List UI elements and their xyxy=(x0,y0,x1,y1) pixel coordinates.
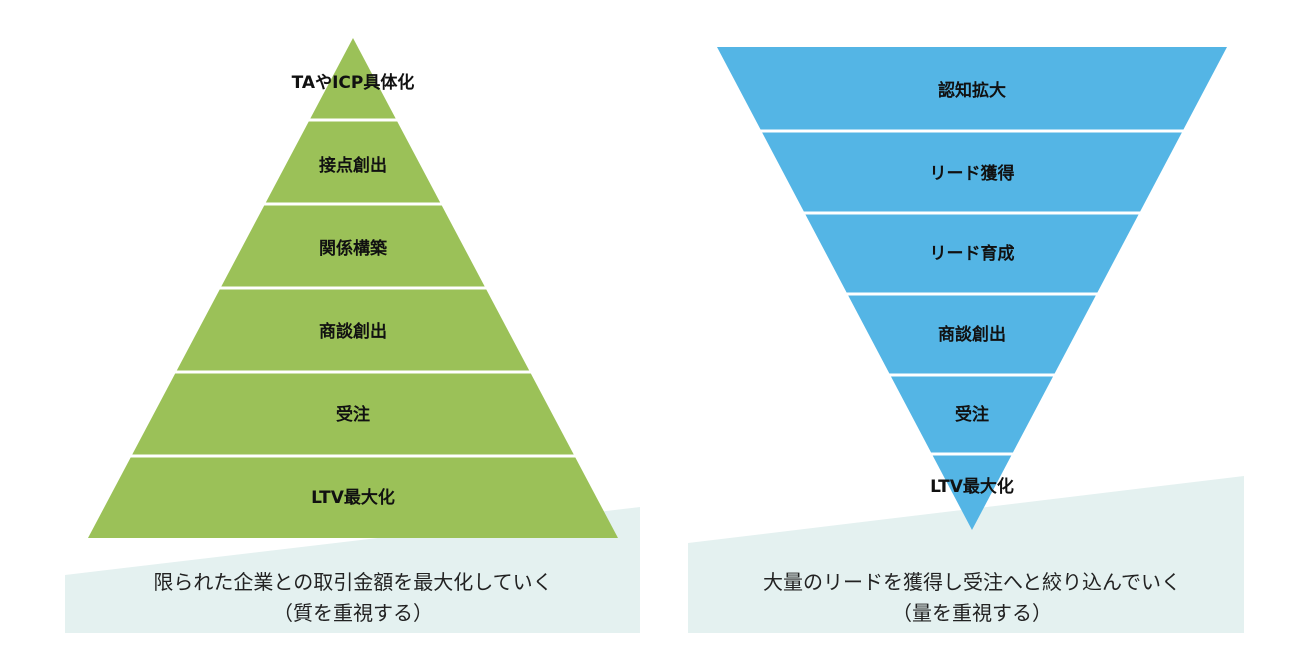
funnel-layer-label: 受注 xyxy=(955,404,989,425)
funnel-layer xyxy=(762,132,1182,212)
pyramid-layer xyxy=(132,373,574,455)
funnel-layer xyxy=(890,376,1054,453)
pyramid-layer-label: 受注 xyxy=(336,404,370,425)
funnel-caption-line1: 大量のリードを獲得し受注へと絞り込んでいく xyxy=(763,570,1181,594)
funnel-layer xyxy=(805,214,1139,293)
pyramid xyxy=(88,38,618,538)
pyramid-layer xyxy=(221,205,485,287)
funnel-layer-label: LTV最大化 xyxy=(930,476,1014,497)
funnel-layer-label: リード育成 xyxy=(930,243,1015,264)
pyramid-backdrop xyxy=(65,507,640,633)
pyramid-layer xyxy=(176,289,530,371)
pyramid-layer xyxy=(265,121,441,203)
funnel-layer xyxy=(717,47,1227,130)
funnel-caption-line2: （量を重視する） xyxy=(892,601,1052,625)
pyramid-layer-label: 関係構築 xyxy=(319,238,388,259)
funnel-backdrop xyxy=(688,476,1244,633)
pyramid-caption-line1: 限られた企業との取引金額を最大化していく xyxy=(153,570,552,594)
funnel-layer-label: 商談創出 xyxy=(938,324,1006,345)
pyramid-layer-label: 接点創出 xyxy=(319,155,387,176)
pyramid-layer xyxy=(88,457,618,538)
pyramid-caption-line2: （質を重視する） xyxy=(273,601,433,625)
pyramid-layer-label: LTV最大化 xyxy=(311,487,395,508)
funnel xyxy=(717,47,1227,530)
funnel-layer-label: リード獲得 xyxy=(930,163,1015,184)
pyramid-layer xyxy=(310,38,396,119)
funnel-layer xyxy=(932,455,1012,530)
pyramid-layer-label: TAやICP具体化 xyxy=(292,72,415,93)
funnel-layer xyxy=(848,295,1096,374)
pyramid-layer-label: 商談創出 xyxy=(319,321,387,342)
funnel-layer-label: 認知拡大 xyxy=(938,80,1006,101)
